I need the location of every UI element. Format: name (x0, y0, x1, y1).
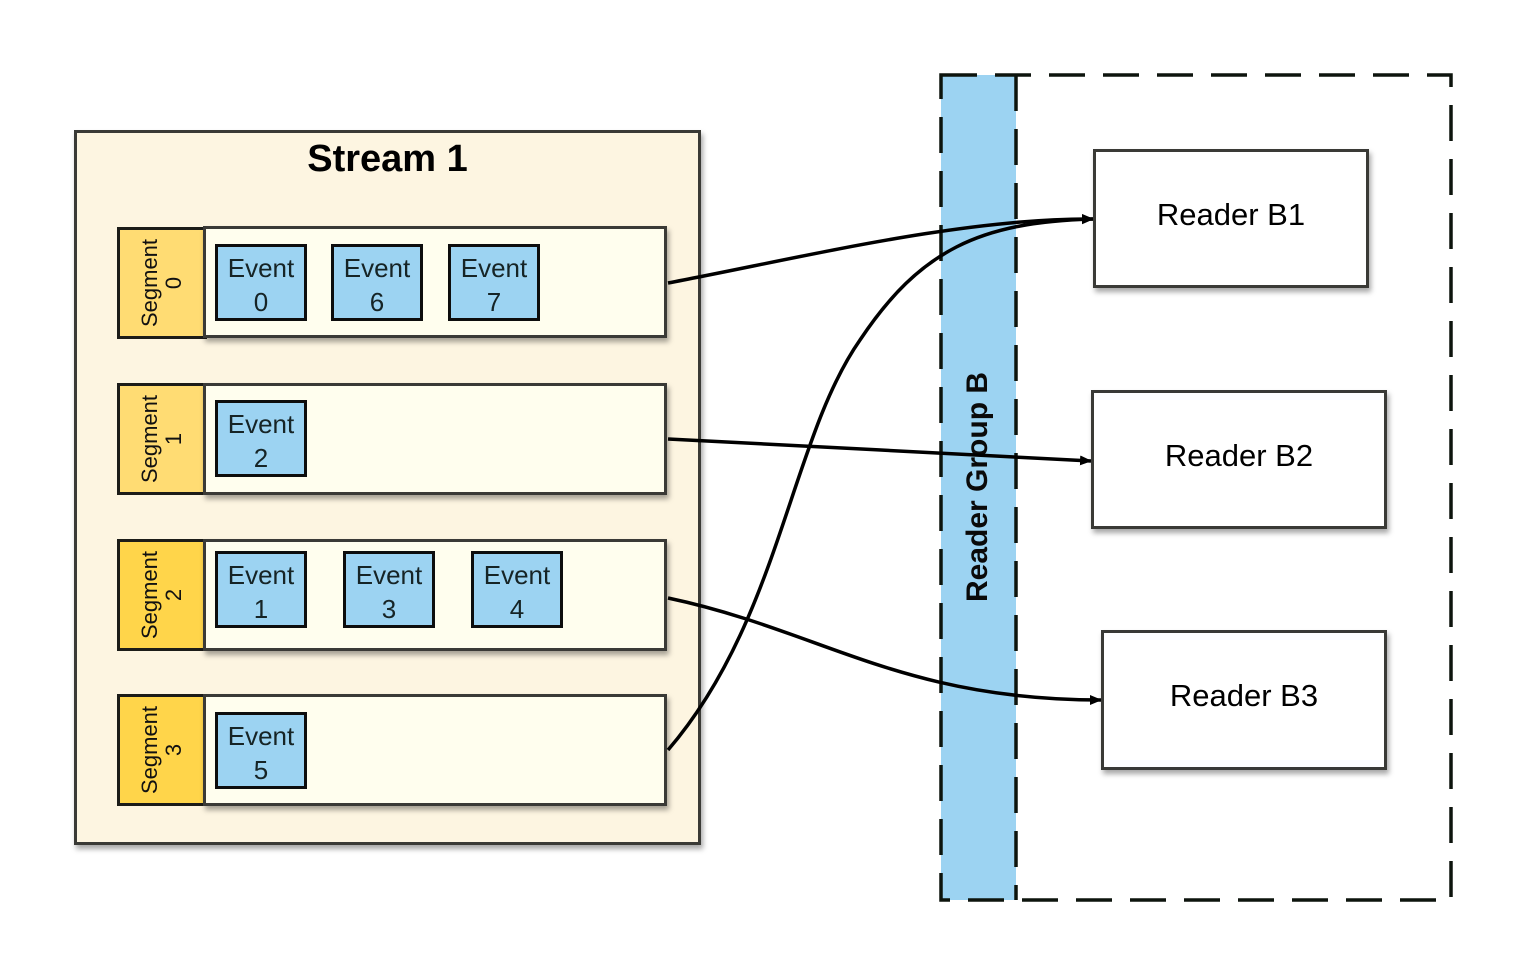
reader-group-band (941, 75, 1016, 900)
event-box: Event 4 (471, 551, 563, 628)
arrow-segment-2-to-reader-b3 (667, 596, 1102, 705)
event-box: Event 3 (343, 551, 435, 628)
reader-group-border (939, 73, 1453, 902)
arrow-segment-3-to-reader-b1 (666, 214, 1094, 752)
segment-1-tab: Segment 1 (117, 383, 207, 495)
stream-title: Stream 1 (307, 138, 468, 180)
arrow-segment-0-to-reader-b1 (667, 213, 1094, 285)
event-box: Event 1 (215, 551, 307, 628)
reader-b1-label: Reader B1 (1156, 196, 1306, 232)
reader-b2-label: Reader B2 (1164, 437, 1314, 473)
reader-b3-label: Reader B3 (1169, 678, 1319, 713)
arrow-segment-1-to-reader-b2 (667, 437, 1092, 466)
reader-b3: Reader B3 (1101, 630, 1387, 770)
segment-3-tab: Segment 3 (117, 694, 207, 806)
event-box: Event 5 (215, 712, 307, 789)
segment-0-tab: Segment 0 (117, 227, 207, 339)
event-box: Event 0 (215, 244, 307, 321)
reader-b1: Reader B1 (1093, 149, 1369, 288)
reader-b2: Reader B2 (1091, 390, 1387, 529)
event-box: Event 2 (215, 400, 307, 477)
event-box: Event 6 (331, 244, 423, 321)
event-box: Event 7 (448, 244, 540, 321)
